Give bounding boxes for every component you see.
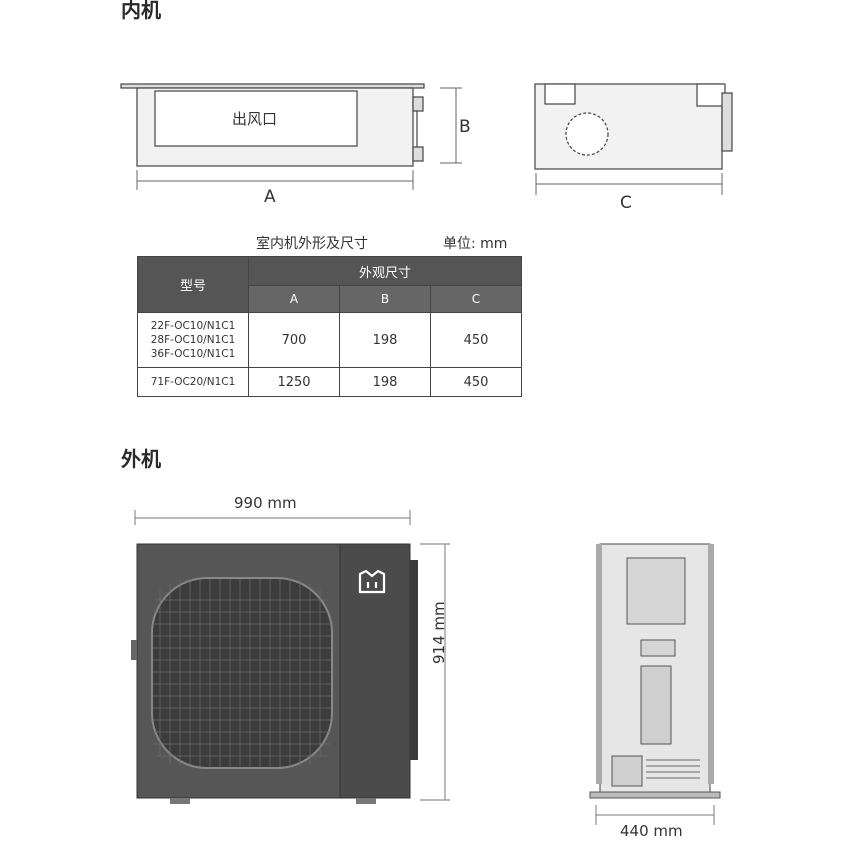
depth-label: 440 mm [620,822,683,840]
table-row: 22F-OC10/N1C1 28F-OC10/N1C1 36F-OC10/N1C… [137,312,522,368]
model-name: 71F-OC20/N1C1 [150,376,236,388]
outdoor-front-view [131,543,418,804]
dimension-line-b [440,87,462,164]
height-dimension-line [420,543,450,801]
indoor-side-view [534,83,733,170]
indoor-dimension-table: 型号 外观尺寸 A B C 22F-OC10/N1C1 28F-OC10/N1C… [137,256,522,397]
column-header-c: C [430,285,522,313]
outdoor-side-view [589,543,721,799]
model-name: 36F-OC10/N1C1 [150,348,236,360]
mi-home-logo-icon [358,569,386,594]
model-cell: 22F-OC10/N1C1 28F-OC10/N1C1 36F-OC10/N1C… [137,312,249,368]
value-c: 450 [430,367,522,397]
dimension-label-a: A [264,187,276,207]
indoor-section-title: 内机 [121,0,161,22]
dimension-line-c [535,173,723,195]
value-a: 700 [248,312,340,368]
table-row: 71F-OC20/N1C1 1250 198 450 [137,367,522,397]
model-name: 22F-OC10/N1C1 [150,320,236,332]
width-dimension-line [134,510,411,525]
value-a: 1250 [248,367,340,397]
value-b: 198 [339,367,431,397]
column-header-a: A [248,285,340,313]
dimension-line-a [136,170,414,190]
width-label: 990 mm [234,494,297,512]
table-caption: 室内机外形及尺寸 [256,236,368,252]
model-cell: 71F-OC20/N1C1 [137,367,249,397]
height-label: 914 mm [430,601,448,664]
dimension-label-b: B [459,117,471,137]
appearance-size-header: 外观尺寸 [248,256,522,286]
unit-label: 单位: mm [443,236,508,252]
column-header-b: B [339,285,431,313]
value-b: 198 [339,312,431,368]
model-header: 型号 [137,256,249,313]
indoor-front-view [120,83,425,167]
outdoor-section-title: 外机 [121,447,161,471]
depth-dimension-line [595,805,715,825]
dimension-label-c: C [620,193,632,213]
outlet-label: 出风口 [232,110,278,128]
model-name: 28F-OC10/N1C1 [150,334,236,346]
value-c: 450 [430,312,522,368]
